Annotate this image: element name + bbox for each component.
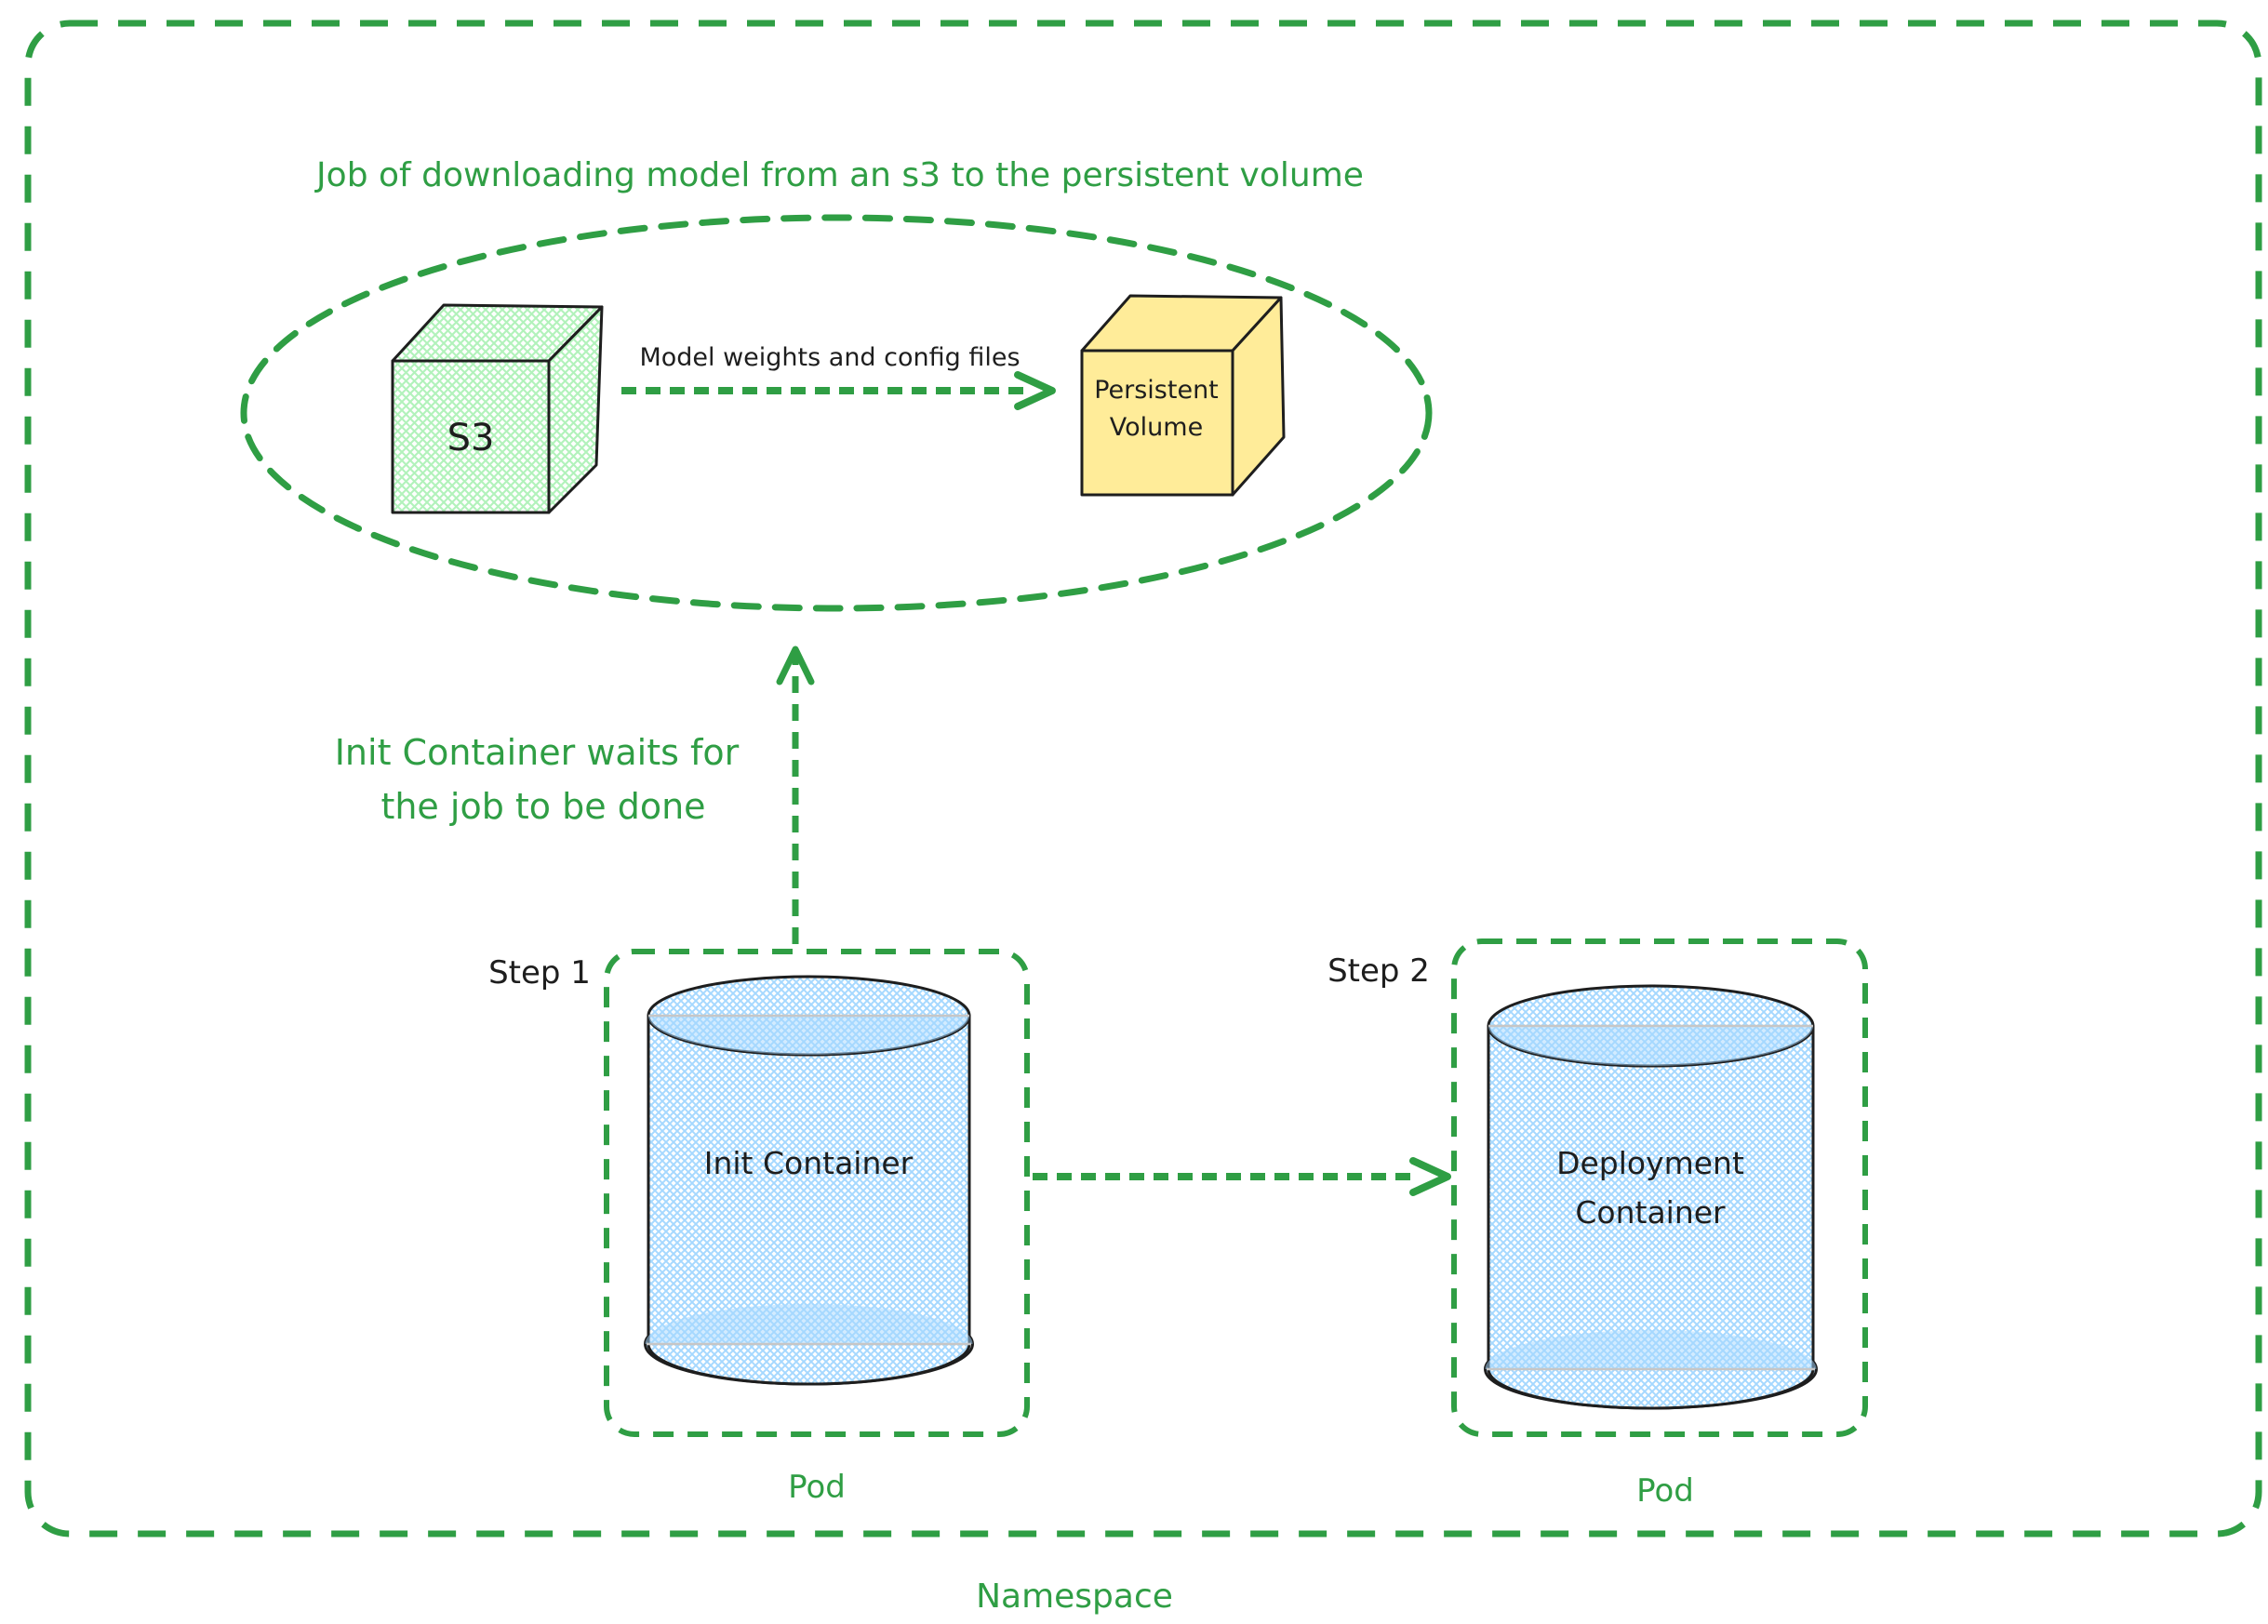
- init-container-cylinder: Init Container: [644, 975, 974, 1386]
- wait-arrow: [776, 646, 815, 944]
- step-arrow: [1033, 1157, 1451, 1196]
- transfer-arrow-head: [1014, 371, 1056, 410]
- wait-arrow-head: [776, 646, 815, 686]
- init-container-label: Init Container: [704, 1145, 914, 1181]
- s3-label: S3: [447, 417, 495, 459]
- persistent-volume-cube: Persistent Volume: [1080, 294, 1286, 497]
- step2-label: Step 2: [1327, 952, 1430, 990]
- deployment-container-label-line1: Deployment: [1556, 1145, 1744, 1181]
- deployment-container-cylinder-top-band: [1488, 1026, 1813, 1066]
- deployment-container-label-line2: Container: [1575, 1194, 1726, 1231]
- step-arrow-head: [1409, 1157, 1451, 1196]
- s3-cube: S3: [391, 303, 604, 514]
- namespace-label: Namespace: [976, 1577, 1173, 1616]
- pod1-label: Pod: [788, 1469, 846, 1506]
- wait-note-line1: Init Container waits for: [335, 732, 740, 773]
- wait-note-line2: the job to be done: [380, 786, 705, 827]
- persistent-volume-label-line2: Volume: [1110, 413, 1203, 442]
- deployment-container-cylinder: Deployment Container: [1484, 984, 1818, 1410]
- job-boundary-ellipse: [240, 214, 1433, 612]
- transfer-arrow-label: Model weights and config files: [639, 343, 1020, 372]
- transfer-arrow: [621, 371, 1056, 410]
- init-container-cylinder-bottom-band: [645, 1304, 973, 1344]
- s3-cube-front-face: [391, 359, 551, 514]
- namespace-border: [24, 20, 2262, 1537]
- persistent-volume-front-face: [1080, 349, 1234, 497]
- persistent-volume-label-line1: Persistent: [1094, 376, 1219, 405]
- init-container-cylinder-top-band: [648, 1016, 969, 1055]
- step1-label: Step 1: [488, 954, 591, 992]
- job-title: Job of downloading model from an s3 to t…: [314, 156, 1364, 194]
- deployment-container-cylinder-bottom-band: [1485, 1330, 1817, 1369]
- pod2-label: Pod: [1636, 1472, 1694, 1510]
- pod1-border: [604, 949, 1030, 1437]
- pod2-border: [1451, 938, 1868, 1437]
